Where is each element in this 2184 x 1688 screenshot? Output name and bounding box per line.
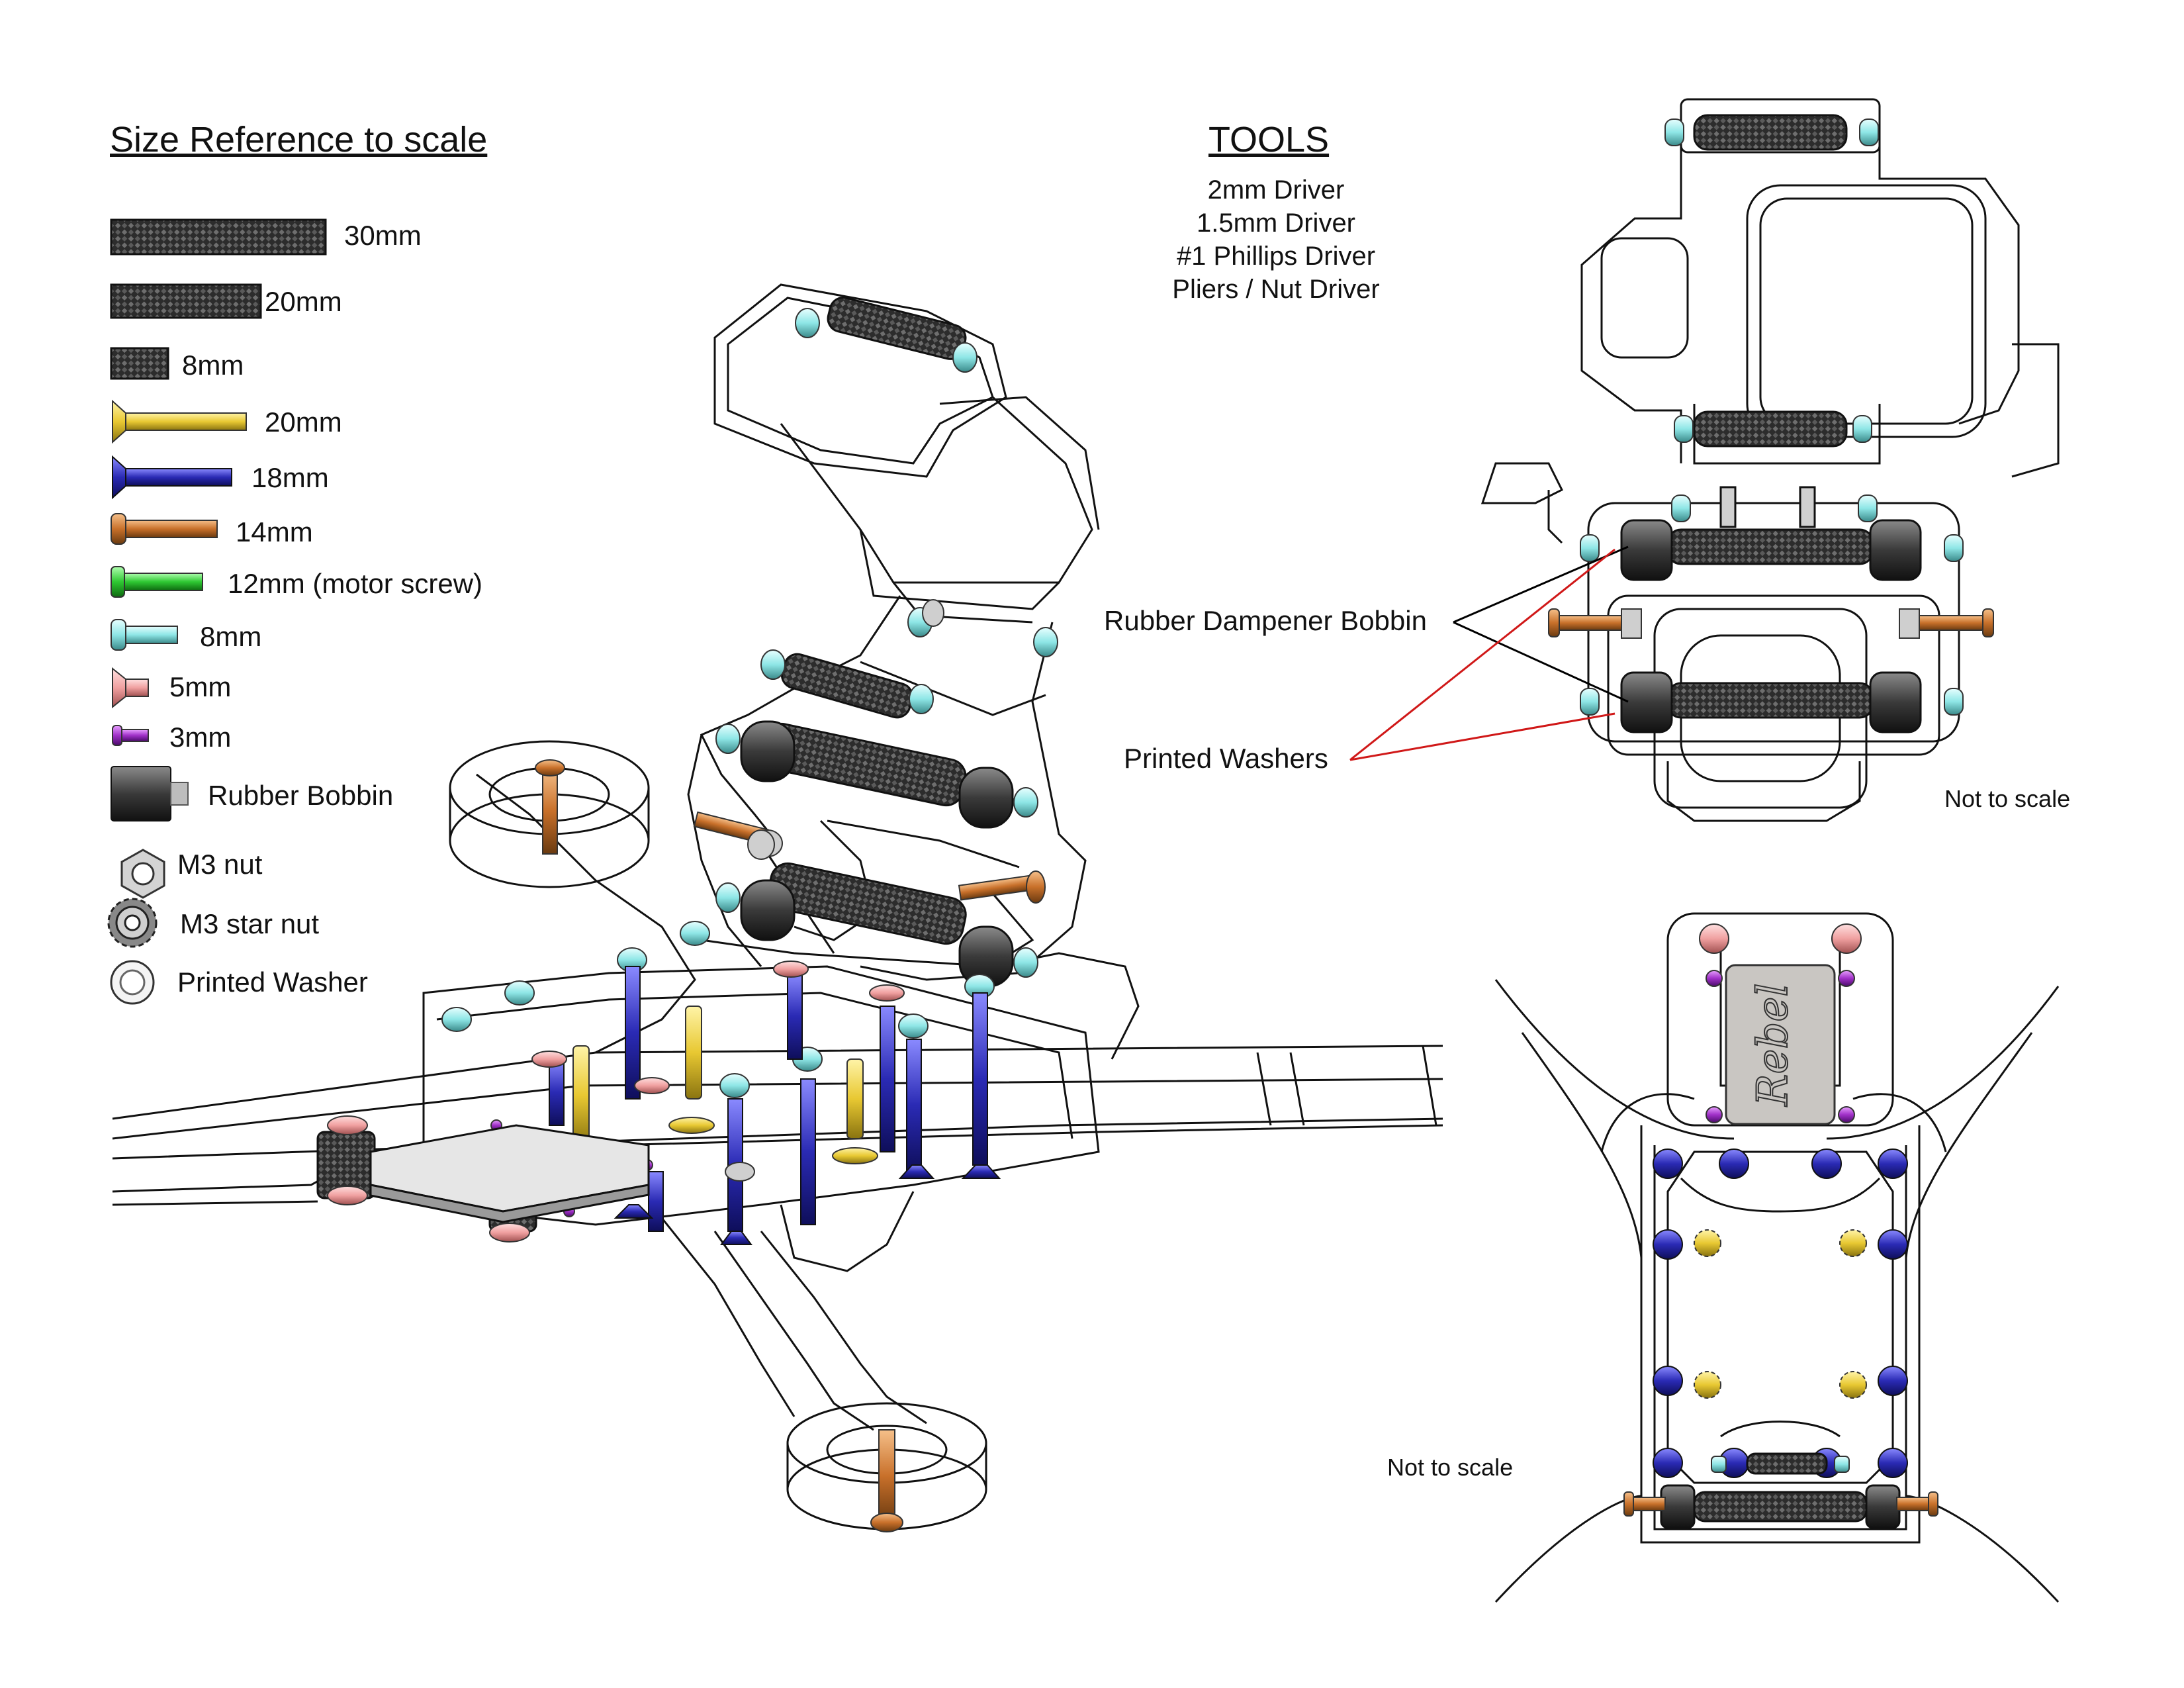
printed-washer-icon (110, 960, 155, 1005)
legend-label-rubber-bobbin: Rubber Bobbin (208, 780, 394, 811)
gold-screws (572, 1006, 878, 1164)
legend-label-m3-star-nut: M3 star nut (180, 908, 320, 939)
tool-item: 1.5mm Driver (1196, 209, 1356, 238)
button-screw-14mm-icon (111, 513, 218, 545)
bottom-pink-screws (1699, 923, 1862, 954)
m3-star-nut-icon (107, 898, 158, 948)
standoff-20mm-icon (110, 283, 262, 319)
m3-nuts (725, 599, 944, 1182)
tool-item: 2mm Driver (1207, 175, 1345, 205)
legend-label-30mm: 30mm (344, 220, 422, 251)
screw-3mm-icon (112, 725, 149, 746)
bottom-copper-screws (1623, 1491, 1938, 1517)
standoff-30mm-icon (110, 218, 327, 256)
rubber-bobbin-icon (111, 766, 189, 821)
bobbin-callout-lines (1453, 545, 1629, 703)
note-not-to-scale-bottom: Not to scale (1387, 1454, 1514, 1481)
bobbin-callout-label: Rubber Dampener Bobbin (1104, 605, 1427, 636)
rebel-logo-plate (1725, 964, 1836, 1125)
rebel-logo-text: Rebel (1749, 983, 1797, 1106)
bottom-purple-screws (1706, 970, 1855, 1123)
legend-label-20mm-standoff: 20mm (265, 286, 342, 317)
legend-label-20mm-screw: 20mm (265, 406, 342, 438)
note-not-to-scale-top: Not to scale (1944, 785, 2071, 812)
button-screw-8mm-icon (111, 619, 178, 651)
legend-label-5mm: 5mm (169, 671, 232, 702)
legend-label-18mm: 18mm (251, 462, 329, 493)
tools-title: TOOLS (1208, 120, 1330, 160)
countersunk-screw-5mm-icon (112, 667, 149, 709)
tools-list: 2mm Driver 1.5mm Driver #1 Phillips Driv… (1091, 173, 1461, 306)
countersunk-screw-18mm-icon (112, 455, 232, 500)
bottom-blue-screws (1653, 1149, 1908, 1478)
bottom-gold-star-nuts (1694, 1229, 1867, 1399)
washers-callout-label: Printed Washers (1124, 743, 1328, 774)
motor-screw-12mm-icon (111, 566, 203, 598)
legend-title: Size Reference to scale (110, 120, 488, 160)
legend-label-m3-nut: M3 nut (177, 849, 263, 880)
rubber-bobbins (740, 720, 1014, 988)
bottom-standoffs (1660, 1452, 1901, 1529)
standoff-8mm-icon (110, 347, 169, 380)
legend-label-14mm: 14mm (236, 516, 313, 547)
legend-label-12mm: 12mm (motor screw) (228, 568, 483, 599)
tool-item: #1 Phillips Driver (1176, 242, 1376, 271)
legend-label-3mm: 3mm (169, 722, 232, 753)
tool-item: Pliers / Nut Driver (1172, 275, 1380, 304)
m3-nut-icon (120, 849, 165, 899)
legend-label-printed-washer: Printed Washer (177, 966, 368, 998)
countersunk-screw-20mm-icon (112, 399, 247, 444)
top-right-copper-screws (1548, 608, 1994, 637)
legend-label-8mm-standoff: 8mm (182, 350, 244, 381)
top-right-cyan-screws (1580, 118, 1964, 716)
washer-callout-lines (1349, 548, 1615, 761)
flight-controller-board (369, 1124, 650, 1223)
legend-label-8mm-screw: 8mm (200, 621, 262, 652)
